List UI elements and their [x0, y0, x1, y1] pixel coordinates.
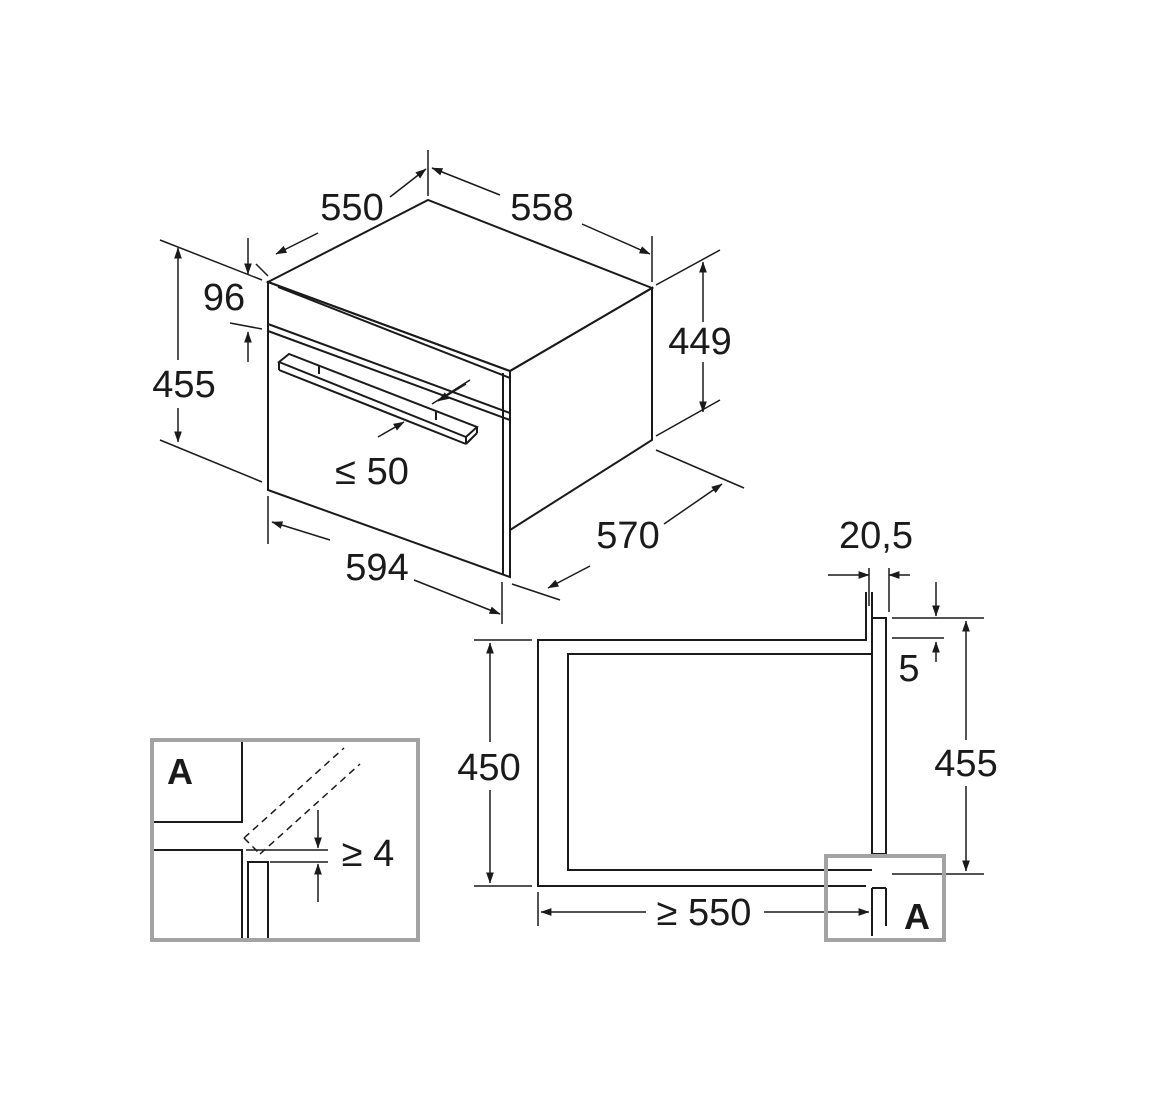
side-extension-lines [474, 617, 984, 926]
detail-cabinet-walls [154, 742, 269, 938]
side-section-view: 20,5 5 450 455 ≥ 550 A [457, 515, 998, 942]
dimension-min-gap [246, 810, 328, 902]
niche-outline [537, 592, 867, 887]
dimension-558-width [431, 167, 651, 255]
detail-dashed-oven-outline [243, 747, 361, 855]
dimension-label-594: 594 [345, 547, 408, 589]
dimension-550-depth [275, 168, 427, 255]
dimension-label-96: 96 [203, 277, 245, 319]
dimension-label-558: 558 [510, 187, 573, 229]
detail-a-marker-frame [824, 854, 946, 942]
isometric-oven-view: 550 558 96 455 449 ≤ 50 [152, 150, 745, 624]
detail-a-marker-label: A [904, 896, 930, 937]
extension-lines [159, 150, 745, 624]
dimension-label-5: 5 [898, 648, 919, 690]
dimension-label-20-5: 20,5 [839, 515, 913, 557]
dimension-label-449: 449 [668, 321, 731, 363]
dimension-label-570: 570 [596, 515, 659, 557]
dimension-label-550: 550 [320, 187, 383, 229]
door-handle [277, 352, 479, 445]
dimension-front-thickness [828, 568, 910, 612]
dimension-label-455-left: 455 [152, 364, 215, 406]
dimension-label-455-right: 455 [934, 743, 997, 785]
dimension-label-min-depth: ≥ 550 [657, 892, 752, 934]
dimension-label-min-gap: ≥ 4 [342, 833, 395, 875]
oven-body [265, 198, 655, 579]
dimension-handle-clearance [377, 379, 471, 438]
detail-a-view: A ≥ 4 [150, 738, 420, 942]
dimension-594-front-width [271, 521, 501, 615]
detail-a-frame [150, 738, 420, 942]
dimension-label-450: 450 [457, 747, 520, 789]
detail-a-label: A [167, 751, 193, 792]
dimension-570-total-depth [547, 483, 723, 589]
dimension-label-handle-clearance: ≤ 50 [335, 451, 409, 493]
front-panel [866, 592, 887, 936]
